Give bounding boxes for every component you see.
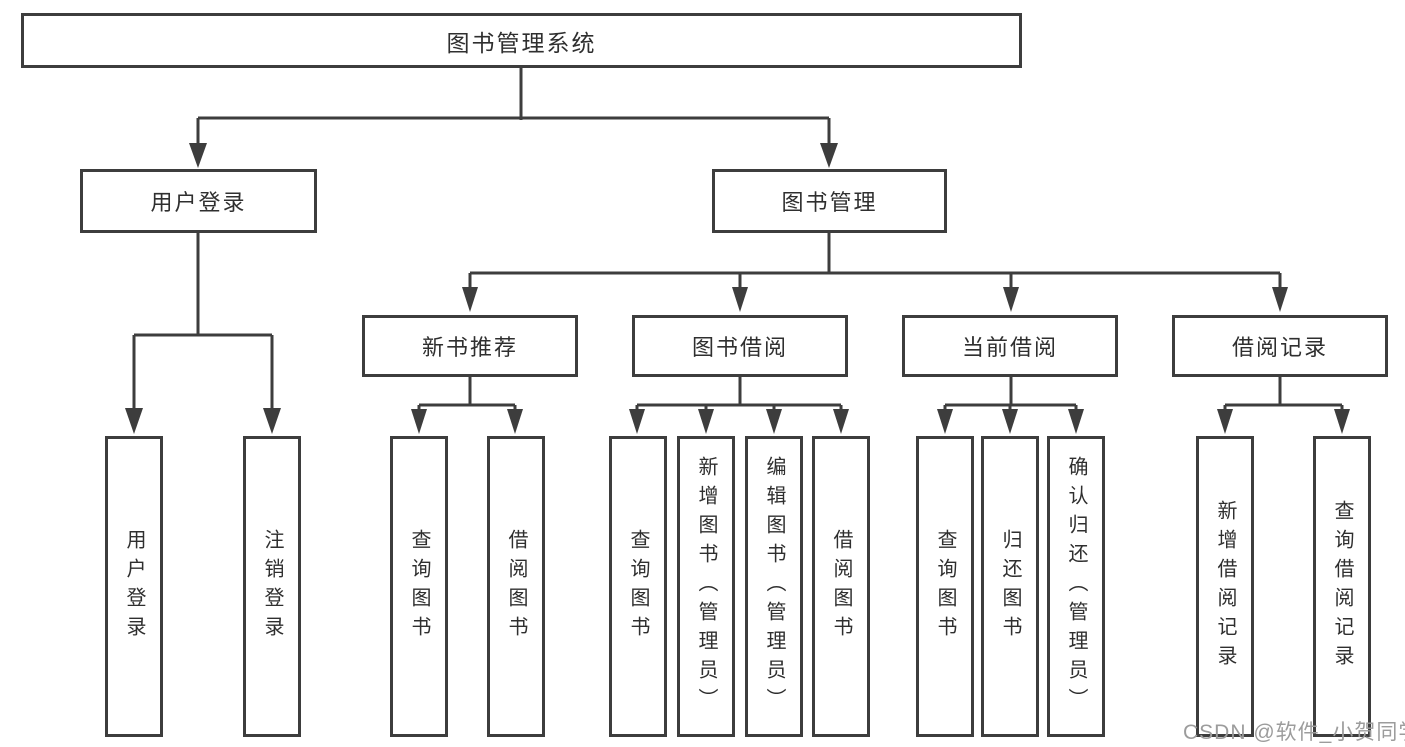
leaf-confirm-return-admin: 确认归还（管理员） bbox=[1047, 436, 1105, 737]
node-label: 注销登录 bbox=[261, 528, 283, 645]
node-new-book-recommend: 新书推荐 bbox=[362, 315, 578, 377]
node-label: 用户登录 bbox=[150, 190, 247, 215]
node-book-borrowing: 图书借阅 bbox=[632, 315, 848, 377]
csdn-watermark: CSDN @软件_小贺同学 bbox=[1183, 721, 1405, 744]
node-label: 借阅图书 bbox=[505, 528, 527, 645]
node-user-login-branch: 用户登录 bbox=[80, 169, 317, 233]
node-label: 新增图书（管理员） bbox=[695, 456, 717, 717]
node-label: 图书借阅 bbox=[691, 335, 788, 360]
leaf-return-book: 归还图书 bbox=[981, 436, 1039, 737]
node-label: 借阅图书 bbox=[830, 528, 852, 645]
node-label: 图书管理 bbox=[781, 190, 878, 215]
node-label: 新书推荐 bbox=[421, 335, 518, 360]
leaf-add-book-admin: 新增图书（管理员） bbox=[677, 436, 735, 737]
node-label: 归还图书 bbox=[999, 528, 1021, 645]
node-library-system: 图书管理系统 bbox=[21, 13, 1022, 68]
leaf-logout: 注销登录 bbox=[243, 436, 301, 737]
node-label: 确认归还（管理员） bbox=[1065, 456, 1087, 717]
node-label: 查询图书 bbox=[934, 528, 956, 645]
leaf-query-books-current: 查询图书 bbox=[916, 436, 974, 737]
leaf-borrow-books-recommend: 借阅图书 bbox=[487, 436, 545, 737]
leaf-add-borrow-record: 新增借阅记录 bbox=[1196, 436, 1254, 737]
node-label: 图书管理系统 bbox=[446, 29, 597, 56]
node-label: 查询图书 bbox=[408, 528, 430, 645]
node-current-borrowing: 当前借阅 bbox=[902, 315, 1118, 377]
node-label: 新增借阅记录 bbox=[1214, 499, 1236, 674]
arrowheads bbox=[125, 143, 1350, 434]
node-label: 编辑图书（管理员） bbox=[763, 456, 785, 717]
leaf-borrow-books-borrowing: 借阅图书 bbox=[812, 436, 870, 737]
node-label: 当前借阅 bbox=[961, 335, 1058, 360]
leaf-query-borrow-record: 查询借阅记录 bbox=[1313, 436, 1371, 737]
node-borrowing-records: 借阅记录 bbox=[1172, 315, 1388, 377]
node-label: 查询借阅记录 bbox=[1331, 499, 1353, 674]
leaf-query-books-recommend: 查询图书 bbox=[390, 436, 448, 737]
leaf-user-login: 用户登录 bbox=[105, 436, 163, 737]
connector-strokes bbox=[132, 66, 1344, 411]
leaf-edit-book-admin: 编辑图书（管理员） bbox=[745, 436, 803, 737]
node-book-management: 图书管理 bbox=[712, 169, 947, 233]
node-label: 查询图书 bbox=[627, 528, 649, 645]
node-label: 借阅记录 bbox=[1231, 335, 1328, 360]
leaf-query-books-borrowing: 查询图书 bbox=[609, 436, 667, 737]
node-label: 用户登录 bbox=[123, 528, 145, 645]
